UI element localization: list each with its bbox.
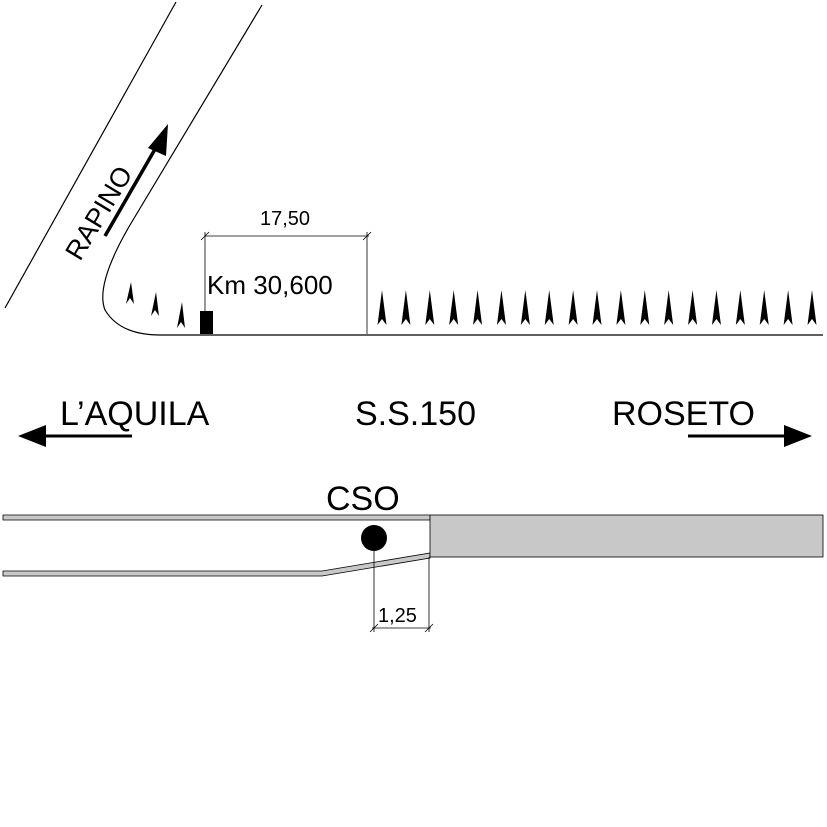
hatch-spike — [520, 290, 530, 325]
dimension-bottom-label: 1,25 — [378, 605, 417, 627]
km-label: Km 30,600 — [207, 270, 333, 300]
hatch-spike — [640, 290, 650, 325]
dimension-bottom — [369, 551, 434, 633]
hatch-spike — [616, 290, 626, 325]
hatch-spike — [496, 290, 506, 325]
plan-road-gray-block — [429, 514, 824, 558]
hatch-spike — [759, 290, 769, 325]
hatch-spike — [177, 302, 185, 328]
hatch-spike — [735, 290, 745, 325]
roseto-label: ROSETO — [612, 395, 755, 433]
hatch-spike — [151, 292, 159, 316]
hatch-spike — [807, 290, 817, 325]
laquila-arrow-icon — [18, 425, 132, 447]
roseto-arrow-icon — [688, 425, 812, 447]
hatch-spike — [377, 290, 387, 325]
plan-road — [2, 514, 824, 577]
road-name-label: S.S.150 — [355, 395, 476, 433]
hatch-left — [126, 282, 185, 328]
hatch-spike — [592, 290, 602, 325]
hatch-right — [377, 290, 817, 325]
rapino-road-edge-inner — [102, 4, 823, 336]
km-marker-post — [200, 311, 213, 334]
hatch-spike — [544, 290, 554, 325]
laquila-label: L’AQUILA — [60, 395, 210, 433]
hatch-spike — [449, 290, 459, 325]
hatch-spike — [425, 290, 435, 325]
hatch-spike — [473, 290, 483, 325]
hatch-spike — [568, 290, 578, 325]
rapino-arrow-icon — [103, 124, 168, 237]
dimension-top — [200, 231, 372, 334]
hatch-spike — [401, 290, 411, 325]
cso-label: CSO — [326, 480, 400, 518]
hatch-spike — [664, 290, 674, 325]
rapino-label: RAPINO — [59, 161, 138, 265]
hatch-spike — [711, 290, 721, 325]
hatch-spike — [126, 282, 134, 304]
rapino-road-edge-outer — [4, 1, 177, 309]
hatch-spike — [688, 290, 698, 325]
cso-point — [361, 525, 387, 551]
hatch-spike — [783, 290, 793, 325]
dimension-top-label: 17,50 — [260, 208, 310, 230]
